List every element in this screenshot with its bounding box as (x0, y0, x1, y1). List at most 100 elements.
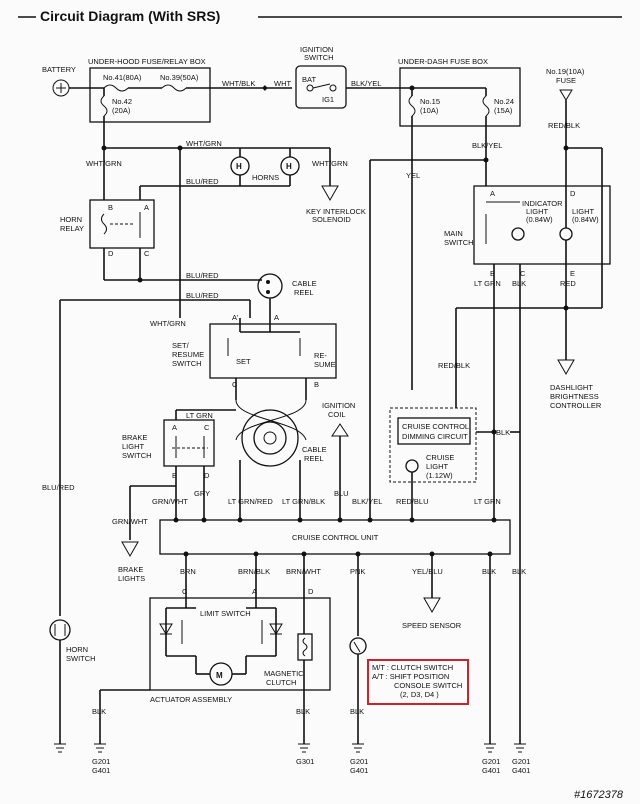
brake-lights-label: BRAKE (118, 565, 143, 574)
main-switch-panel (473, 185, 611, 265)
magnetic-clutch-icon (297, 633, 313, 661)
actuator-assembly (149, 597, 331, 691)
wire-label-brn-blk: BRN/BLK (238, 567, 270, 576)
cruise-control-unit-label: CRUISE CONTROL UNIT (292, 533, 379, 542)
grounds (54, 743, 526, 753)
main-switch-a: A (490, 189, 495, 198)
ccu-top-pins (173, 517, 497, 523)
fuse-39-icon (161, 84, 187, 92)
resume-label: RE- (314, 351, 327, 360)
diode-icon-1 (159, 623, 173, 635)
wire-label-blk-6: BLK (296, 707, 310, 716)
horn-relay-d: D (108, 249, 114, 258)
indicator-light-icon (511, 227, 525, 241)
wire-label-blk-yel-1: BLK/YEL (351, 79, 381, 88)
cruise-light-label-3: (1.12W) (426, 471, 453, 480)
cable-reel-label-2: CABLE (302, 445, 327, 454)
fuse-15-rating: (10A) (420, 106, 439, 115)
set-resume-a: A (274, 313, 279, 322)
under-dash-fuse-box (399, 67, 521, 127)
ignition-switch-label-2: SWITCH (304, 53, 334, 62)
brake-light-switch-label-2: LIGHT (122, 442, 145, 451)
fuse-42-label: No.42 (112, 97, 132, 106)
wire-label-wht-grn-1: WHT/GRN (86, 159, 122, 168)
wire-label-grn-wht-1: GRN/WHT (152, 497, 188, 506)
horn-relay-label-2: RELAY (60, 224, 84, 233)
fuse-24-icon (482, 95, 490, 117)
ground-g201-1: G201 (92, 757, 110, 766)
cable-reel-label-1b: REEL (294, 288, 314, 297)
wire-label-blk-yel-3: BLK/YEL (352, 497, 382, 506)
clutch-note-line-3: CONSOLE SWITCH (394, 681, 462, 690)
set-resume-c: C (232, 380, 238, 389)
motor-icon (209, 662, 233, 686)
ground-g201-2: G201 (350, 757, 368, 766)
magnetic-clutch-label: MAGNETIC (264, 669, 304, 678)
dimming-circuit-label: CRUISE CONTROL (402, 422, 469, 431)
wire-label-blk-4: BLK (512, 567, 526, 576)
wire-label-lt-grn-2: LT GRN (474, 279, 501, 288)
horns-label: HORNS (252, 173, 279, 182)
main-switch-label: MAIN (444, 229, 463, 238)
under-hood-fuse-box (89, 67, 211, 123)
wire-label-blk-7: BLK (350, 707, 364, 716)
horn-relay-a: A (144, 203, 149, 212)
ignition-switch-label: IGNITION (300, 45, 333, 54)
horn-relay-b: B (108, 203, 113, 212)
wire-label-blk-yel-2: BLK/YEL (472, 141, 502, 150)
set-resume-b: B (314, 380, 319, 389)
wire-label-wht: WHT (274, 79, 291, 88)
wire-label-red-blk-1: RED/BLK (548, 121, 580, 130)
actuator-c: C (182, 587, 188, 596)
wire-label-gry: GRY (194, 489, 210, 498)
clutch-note-highlight (367, 659, 469, 705)
brake-lights-arrow (121, 541, 139, 558)
horn-switch-label: HORN (66, 645, 88, 654)
ground-g201-4: G201 (512, 757, 530, 766)
wire-label-wht-grn-4: WHT/GRN (312, 159, 348, 168)
fuse-24-rating: (15A) (494, 106, 513, 115)
main-switch-c: C (520, 269, 526, 278)
wire-label-blu-red-3: BLU/RED (186, 291, 219, 300)
ground-g401-1: G401 (92, 766, 110, 775)
fuse-15-icon (408, 95, 416, 117)
horn-h-2: H (286, 162, 292, 171)
light-label-2: (0.84W) (572, 215, 599, 224)
wire-label-blu-red-4: BLU/RED (42, 483, 75, 492)
fuse-24-label: No.24 (494, 97, 514, 106)
under-dash-fuse-box-label: UNDER-DASH FUSE BOX (398, 57, 488, 66)
wire-label-lt-grn-1: LT GRN (186, 411, 213, 420)
diagram-title: Circuit Diagram (With SRS) (40, 8, 220, 24)
wire-label-lt-grn-3: LT GRN (474, 497, 501, 506)
dashlight-label: DASHLIGHT (550, 383, 593, 392)
wire-label-blk-3: BLK (482, 567, 496, 576)
actuator-d: D (308, 587, 314, 596)
dimming-circuit-outer (389, 407, 477, 483)
key-interlock-label: KEY INTERLOCK (306, 207, 366, 216)
main-switch-e: E (570, 269, 575, 278)
ignition-switch (295, 65, 347, 109)
main-switch-label-2: SWITCH (444, 238, 474, 247)
ground-g301: G301 (296, 757, 314, 766)
horn-relay-label: HORN (60, 215, 82, 224)
under-hood-fuse-box-label: UNDER-HOOD FUSE/RELAY BOX (88, 57, 206, 66)
svg-text:◆: ◆ (262, 83, 269, 92)
set-resume-label-2: RESUME (172, 350, 204, 359)
clutch-note-line-2: A/T : SHIFT POSITION (372, 672, 449, 681)
brake-switch-c: C (204, 423, 210, 432)
cruise-control-unit (159, 519, 511, 555)
set-resume-label: SET/ (172, 341, 190, 350)
clutch-note-line-4: (2, D3, D4 ) (400, 690, 439, 699)
dimming-circuit (397, 417, 471, 445)
horn-relay-c: C (144, 249, 150, 258)
actuator-a: A (252, 587, 257, 596)
indicator-light-label-3: (0.84W) (526, 215, 553, 224)
limit-switch-label: LIMIT SWITCH (200, 609, 251, 618)
title-bar: Circuit Diagram (With SRS) (18, 8, 622, 24)
cruise-light-icon (405, 459, 419, 473)
wire-label-yel: YEL (406, 171, 420, 180)
battery-label: BATTERY (42, 65, 76, 74)
speed-sensor-arrow (423, 597, 441, 614)
brake-switch-a: A (172, 423, 177, 432)
